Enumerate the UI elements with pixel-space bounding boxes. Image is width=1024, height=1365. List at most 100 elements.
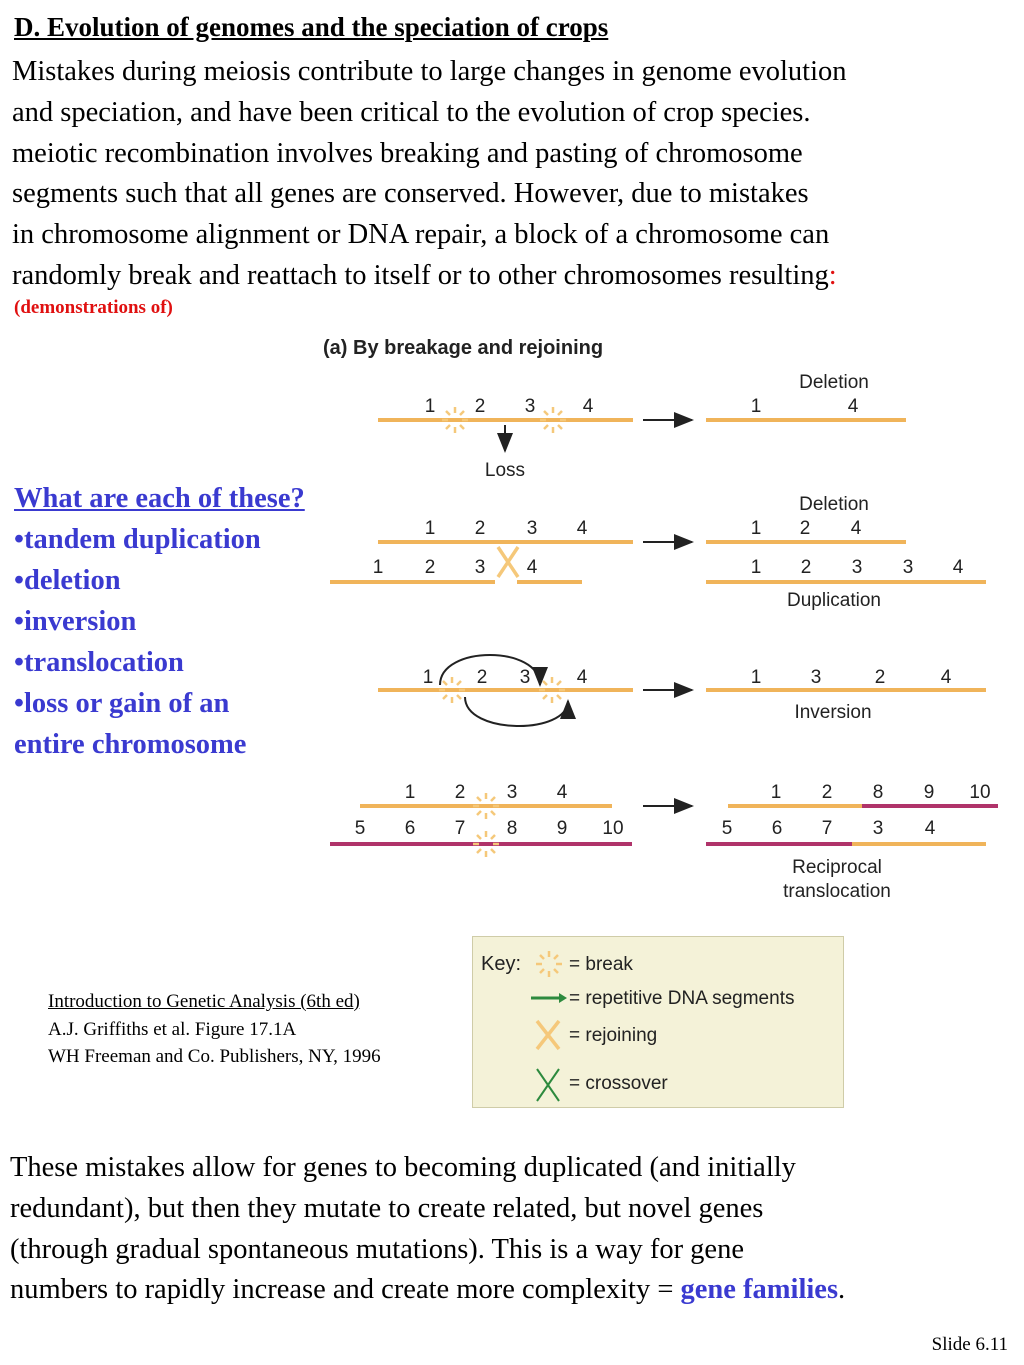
demonstrations-note: (demonstrations of) [14,297,173,318]
break-icon [534,949,564,979]
gene-label: 5 [722,818,733,839]
gene-label: 7 [822,818,833,839]
gene-label: 1 [425,518,436,539]
intro-line: meiotic recombination involves breaking … [12,137,803,169]
gene-label: 1 [425,396,436,417]
gene-label: 10 [969,782,990,803]
question-title: What are each of these? [14,483,305,514]
gene-label: 2 [801,557,812,578]
gene-label: 3 [525,396,536,417]
rejoining-icon [496,546,520,578]
gene-label: 9 [557,818,568,839]
citation-title: Introduction to Genetic Analysis (6th ed… [48,991,360,1012]
gene-label: 2 [455,782,466,803]
gene-label: 3 [903,557,914,578]
gene-label: 4 [557,782,568,803]
conclusion-line: (through gradual spontaneous mutations).… [10,1233,744,1265]
citation-authors: A.J. Griffiths et al. Figure 17.1A [48,1018,297,1040]
gene-label: 3 [507,782,518,803]
gene-label: 4 [577,518,588,539]
citation-publisher: WH Freeman and Co. Publishers, NY, 1996 [48,1046,381,1067]
intro-line: segments such that all genes are conserv… [12,178,809,210]
translocation-row: 1 2 3 4 5 6 7 8 9 10 1 2 8 9 10 5 6 7 3 … [330,782,998,902]
gene-families-highlight: gene families [680,1274,839,1306]
gene-label: 4 [848,396,859,417]
gene-label: 2 [800,518,811,539]
conclusion-line: These mistakes allow for genes to becomi… [10,1152,796,1183]
gene-label: 2 [425,557,436,578]
question-item: •translocation [14,647,184,678]
gene-label: 4 [925,818,936,839]
gene-label: 4 [577,667,588,688]
key-break-text: = break [569,954,633,975]
gene-label: 8 [507,818,518,839]
inversion-row: 1 2 3 4 1 3 2 4 Inversion [378,654,986,727]
question-item: •tandem duplication [14,524,261,555]
result-label: Duplication [787,590,881,611]
gene-label: 8 [873,782,884,803]
result-label: Reciprocal [792,857,882,878]
intro-paragraph: Mistakes during meiosis contribute to la… [12,52,1020,297]
gene-label: 3 [520,667,531,688]
conclusion-line-last: numbers to rapidly increase and create m… [10,1270,1020,1311]
result-label: Deletion [799,372,869,393]
rejoining-icon [535,1019,561,1051]
gene-label: 6 [772,818,783,839]
gene-label: 3 [475,557,486,578]
gene-label: 1 [771,782,782,803]
crossover-icon [536,1068,560,1102]
question-item: entire chromosome [14,729,247,760]
question-list: What are each of these? •tandem duplicat… [14,478,305,765]
figure-key: Key: = break = repetitive DNA segments =… [472,936,844,1108]
gene-label: 3 [852,557,863,578]
gene-label: 1 [751,396,762,417]
gene-label: 4 [941,667,952,688]
conclusion-line: redundant), but then they mutate to crea… [10,1192,764,1224]
intro-line: Mistakes during meiosis contribute to la… [12,56,847,87]
question-item: •deletion [14,565,121,596]
gene-label: 2 [475,518,486,539]
result-label: translocation [783,881,891,902]
result-label: Deletion [799,494,869,515]
gene-label: 4 [953,557,964,578]
intro-line: in chromosome alignment or DNA repair, a… [12,219,830,251]
gene-label: 3 [527,518,538,539]
figure-heading: (a) By breakage and rejoining [323,337,603,359]
gene-label: 4 [527,557,538,578]
repetitive-dna-arrow-icon [559,993,567,1003]
gene-label: 2 [822,782,833,803]
gene-label: 2 [477,667,488,688]
gene-label: 4 [583,396,594,417]
deletion-duplication-row: 1 2 3 4 1 2 3 4 Deletion 1 2 4 1 2 3 3 4… [330,494,986,611]
intro-colon: : [828,259,837,291]
conclusion-period: . [838,1274,846,1306]
gene-label: 1 [423,667,434,688]
gene-label: 1 [373,557,384,578]
question-item: •loss or gain of an [14,688,230,719]
deletion-loss-row: 1 2 3 4 Loss Deletion 1 4 [378,372,906,481]
key-crossover-text: = crossover [569,1073,668,1094]
intro-line-text: randomly break and reattach to itself or… [12,259,829,291]
slide-title: D. Evolution of genomes and the speciati… [14,12,609,42]
slide-number: Slide 6.11 [931,1334,1008,1355]
gene-label: 6 [405,818,416,839]
conclusion-prefix: numbers to rapidly increase and create m… [10,1274,681,1306]
loss-label: Loss [485,460,525,481]
key-repetitive-text: = repetitive DNA segments [569,988,794,1009]
gene-label: 2 [475,396,486,417]
result-label: Inversion [794,702,871,723]
key-label: Key: [481,953,521,975]
gene-label: 1 [751,518,762,539]
intro-line: and speciation, and have been critical t… [12,96,811,128]
inversion-arrow-icon [439,654,548,687]
gene-label: 7 [455,818,466,839]
conclusion-paragraph: These mistakes allow for genes to becomi… [10,1148,1020,1311]
gene-label: 3 [811,667,822,688]
gene-label: 5 [355,818,366,839]
citation: Introduction to Genetic Analysis (6th ed… [48,988,381,1071]
rearrangement-figure: (a) By breakage and rejoining 1 2 3 4 Lo… [323,337,998,902]
gene-label: 1 [751,557,762,578]
gene-label: 1 [405,782,416,803]
gene-label: 4 [851,518,862,539]
question-item: •inversion [14,606,137,637]
